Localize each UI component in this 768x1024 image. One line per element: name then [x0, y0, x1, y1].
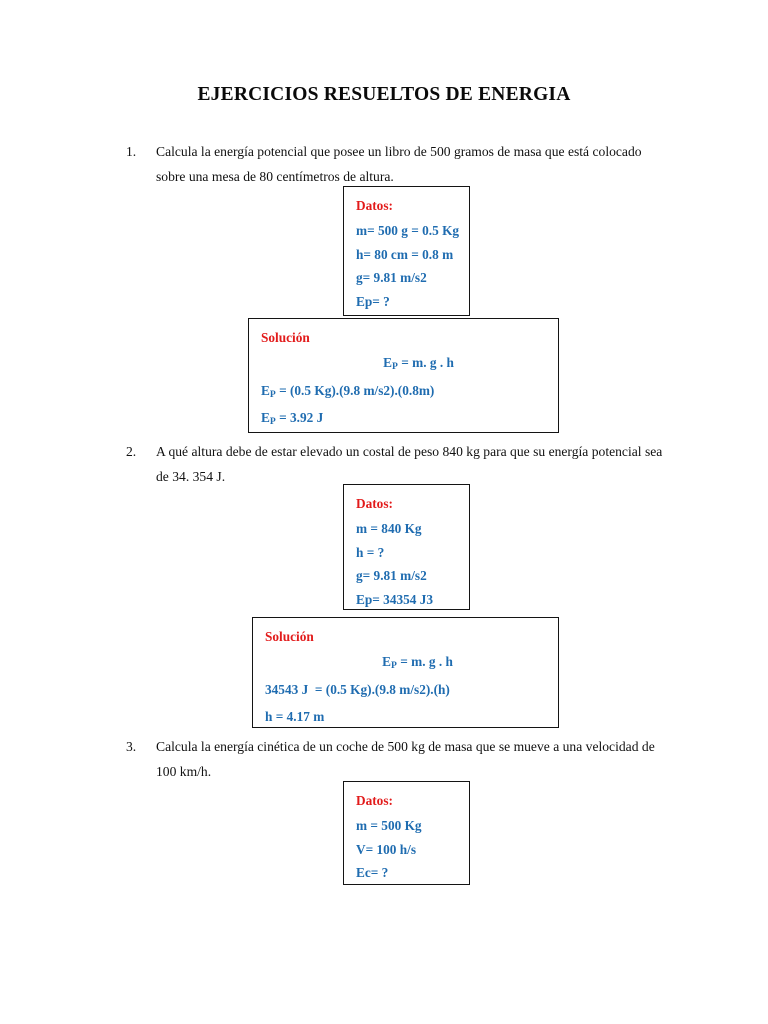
step-symbol: E — [261, 382, 270, 398]
step-subscript: P — [269, 388, 276, 400]
datos-line: m = 500 Kg — [356, 818, 422, 833]
datos-heading-1: Datos: — [356, 198, 393, 213]
formula-subscript: P — [391, 660, 397, 672]
step-subscript: P — [269, 416, 276, 428]
step-rest: = (0.5 Kg).(9.8 m/s2).(0.8m) — [275, 382, 435, 398]
formula-rest: = m. g . h — [397, 355, 454, 370]
page-title: EJERCICIOS RESUELTOS DE ENERGIA — [197, 84, 571, 105]
datos-line: h= 80 cm = 0.8 m — [356, 246, 454, 262]
problem-statement-1: Calcula la energía potencial que posee u… — [156, 144, 642, 184]
datos-line: m = 840 Kg — [356, 521, 422, 536]
formula-symbol: E — [382, 654, 392, 669]
solucion-box-2: Solución EP = m. g . h 34543 J = (0.5 Kg… — [252, 617, 559, 728]
problem-item-3: 3. Calcula la energía cinética de un coc… — [126, 734, 666, 784]
datos-line: g= 9.81 m/s2 — [356, 568, 427, 583]
datos-line: h = ? — [356, 544, 385, 560]
datos-box-3: Datos: m = 500 Kg V= 100 h/s Ec= ? — [343, 781, 470, 885]
solucion-formula-1: EP = m. g . h — [261, 351, 548, 379]
formula-symbol: E — [383, 355, 393, 370]
step-symbol: h = 4.17 m — [265, 709, 325, 725]
solucion-step: 34543 J = (0.5 Kg).(9.8 m/s2).(h) — [265, 678, 548, 706]
solucion-step: h = 4.17 m — [265, 705, 548, 733]
problem-number-1: 1. — [126, 144, 137, 159]
problem-statement-3: Calcula la energía cinética de un coche … — [156, 739, 655, 779]
solucion-step: EP = (0.5 Kg).(9.8 m/s2).(0.8m) — [261, 379, 548, 407]
datos-heading-3: Datos: — [356, 793, 393, 808]
step-symbol: E — [261, 410, 270, 426]
datos-line: Ec= ? — [356, 865, 389, 880]
datos-line: Ep= 34354 J3 — [356, 591, 434, 607]
step-rest: = 3.92 J — [275, 410, 324, 426]
formula-subscript: P — [392, 361, 398, 373]
datos-line: V= 100 h/s — [356, 841, 417, 857]
step-symbol: 34543 J — [265, 681, 312, 697]
datos-box-1: Datos: m= 500 g = 0.5 Kg h= 80 cm = 0.8 … — [343, 186, 470, 316]
solucion-step: EP = 3.92 J — [261, 406, 548, 434]
problem-number-3: 3. — [126, 739, 137, 754]
datos-box-2: Datos: m = 840 Kg h = ? g= 9.81 m/s2 Ep=… — [343, 484, 470, 610]
datos-heading-2: Datos: — [356, 496, 393, 511]
datos-line: m= 500 g = 0.5 Kg — [356, 223, 460, 238]
problem-statement-2: A qué altura debe de estar elevado un co… — [156, 444, 663, 484]
solucion-formula-2: EP = m. g . h — [265, 650, 548, 678]
problem-item-1: 1. Calcula la energía potencial que pose… — [126, 139, 666, 189]
problem-number-2: 2. — [126, 444, 137, 459]
solucion-heading-2: Solución — [265, 629, 314, 644]
datos-line: g= 9.81 m/s2 — [356, 270, 427, 285]
solucion-box-1: Solución EP = m. g . h EP = (0.5 Kg).(9.… — [248, 318, 559, 433]
datos-line: Ep= ? — [356, 293, 390, 309]
solucion-heading-1: Solución — [261, 330, 310, 345]
step-rest: = (0.5 Kg).(9.8 m/s2).(h) — [311, 681, 450, 697]
problem-item-2: 2. A qué altura debe de estar elevado un… — [126, 439, 666, 489]
formula-rest: = m. g . h — [396, 654, 453, 669]
